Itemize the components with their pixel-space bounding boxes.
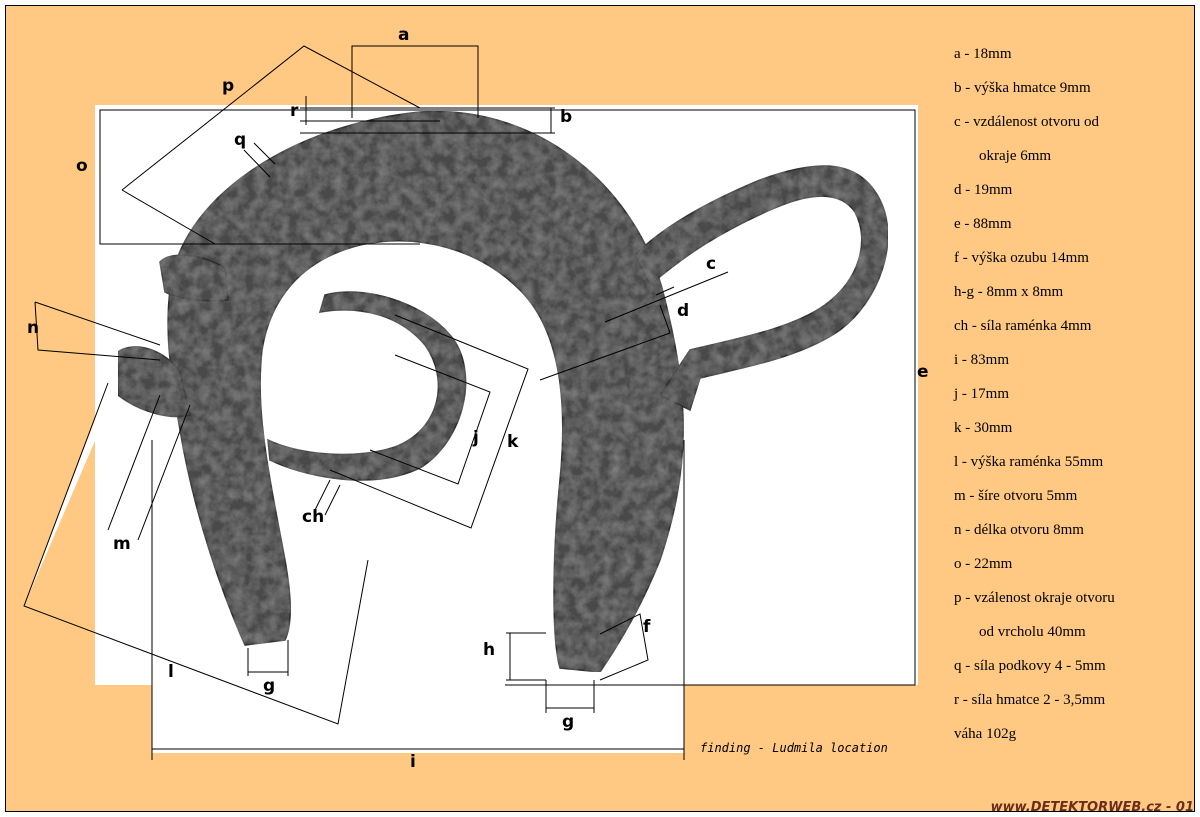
legend-item: okraje 6mm [979, 148, 1052, 164]
label-a: a [398, 25, 409, 45]
dimension-legend: a - 18mm b - výška hmatce 9mm c - vzdále… [954, 44, 1190, 758]
label-e: e [917, 362, 929, 382]
label-k: k [507, 432, 519, 452]
legend-item: p - vzálenost okraje otvoru [954, 590, 1115, 606]
label-j: j [472, 428, 479, 448]
label-b: b [560, 107, 572, 127]
legend-item: r - síla hmatce 2 - 3,5mm [954, 692, 1106, 708]
watermark: www.DETEKTORWEB.cz - 01 [990, 800, 1194, 815]
legend-item: od vrcholu 40mm [979, 624, 1086, 640]
legend-item: q - síla podkovy 4 - 5mm [954, 658, 1106, 674]
label-o: o [76, 156, 88, 176]
label-g-right: g [562, 712, 574, 732]
legend-item: c - vzdálenost otvoru od [954, 114, 1099, 130]
label-m: m [113, 534, 131, 554]
legend-item: i - 83mm [954, 352, 1009, 368]
label-i: i [410, 752, 416, 772]
label-q: q [234, 130, 246, 150]
label-l: l [168, 662, 174, 682]
horseshoe [117, 110, 889, 673]
label-p: p [222, 76, 234, 96]
legend-item: e - 88mm [954, 216, 1012, 232]
legend-item: k - 30mm [954, 420, 1013, 436]
label-h: h [483, 640, 495, 660]
legend-item: m - šíre otvoru 5mm [954, 488, 1078, 504]
legend-item: l - výška raménka 55mm [954, 454, 1104, 470]
legend-item: f - výška ozubu 14mm [954, 250, 1089, 266]
label-r: r [290, 101, 299, 121]
label-c: c [706, 254, 716, 274]
legend-item: a - 18mm [954, 46, 1012, 62]
legend-item: o - 22mm [954, 556, 1013, 572]
legend-item: váha 102g [954, 726, 1017, 742]
legend-item: h-g - 8mm x 8mm [954, 284, 1064, 300]
photo-caption: finding - Ludmila location [700, 741, 888, 755]
legend-item: d - 19mm [954, 182, 1013, 198]
legend-item: ch - síla raménka 4mm [954, 318, 1092, 334]
legend-item: b - výška hmatce 9mm [954, 80, 1091, 96]
label-ch: ch [302, 507, 324, 527]
legend-item: j - 17mm [954, 386, 1009, 402]
label-n: n [27, 318, 39, 338]
label-d: d [677, 301, 689, 321]
label-f: f [643, 617, 651, 637]
label-g-left: g [263, 676, 275, 696]
dimension-lines [23, 45, 916, 760]
legend-item: n - délka otvoru 8mm [954, 522, 1084, 538]
dimension-labels: a b c d e f g g h i j k l m n o p q r ch [27, 25, 929, 772]
